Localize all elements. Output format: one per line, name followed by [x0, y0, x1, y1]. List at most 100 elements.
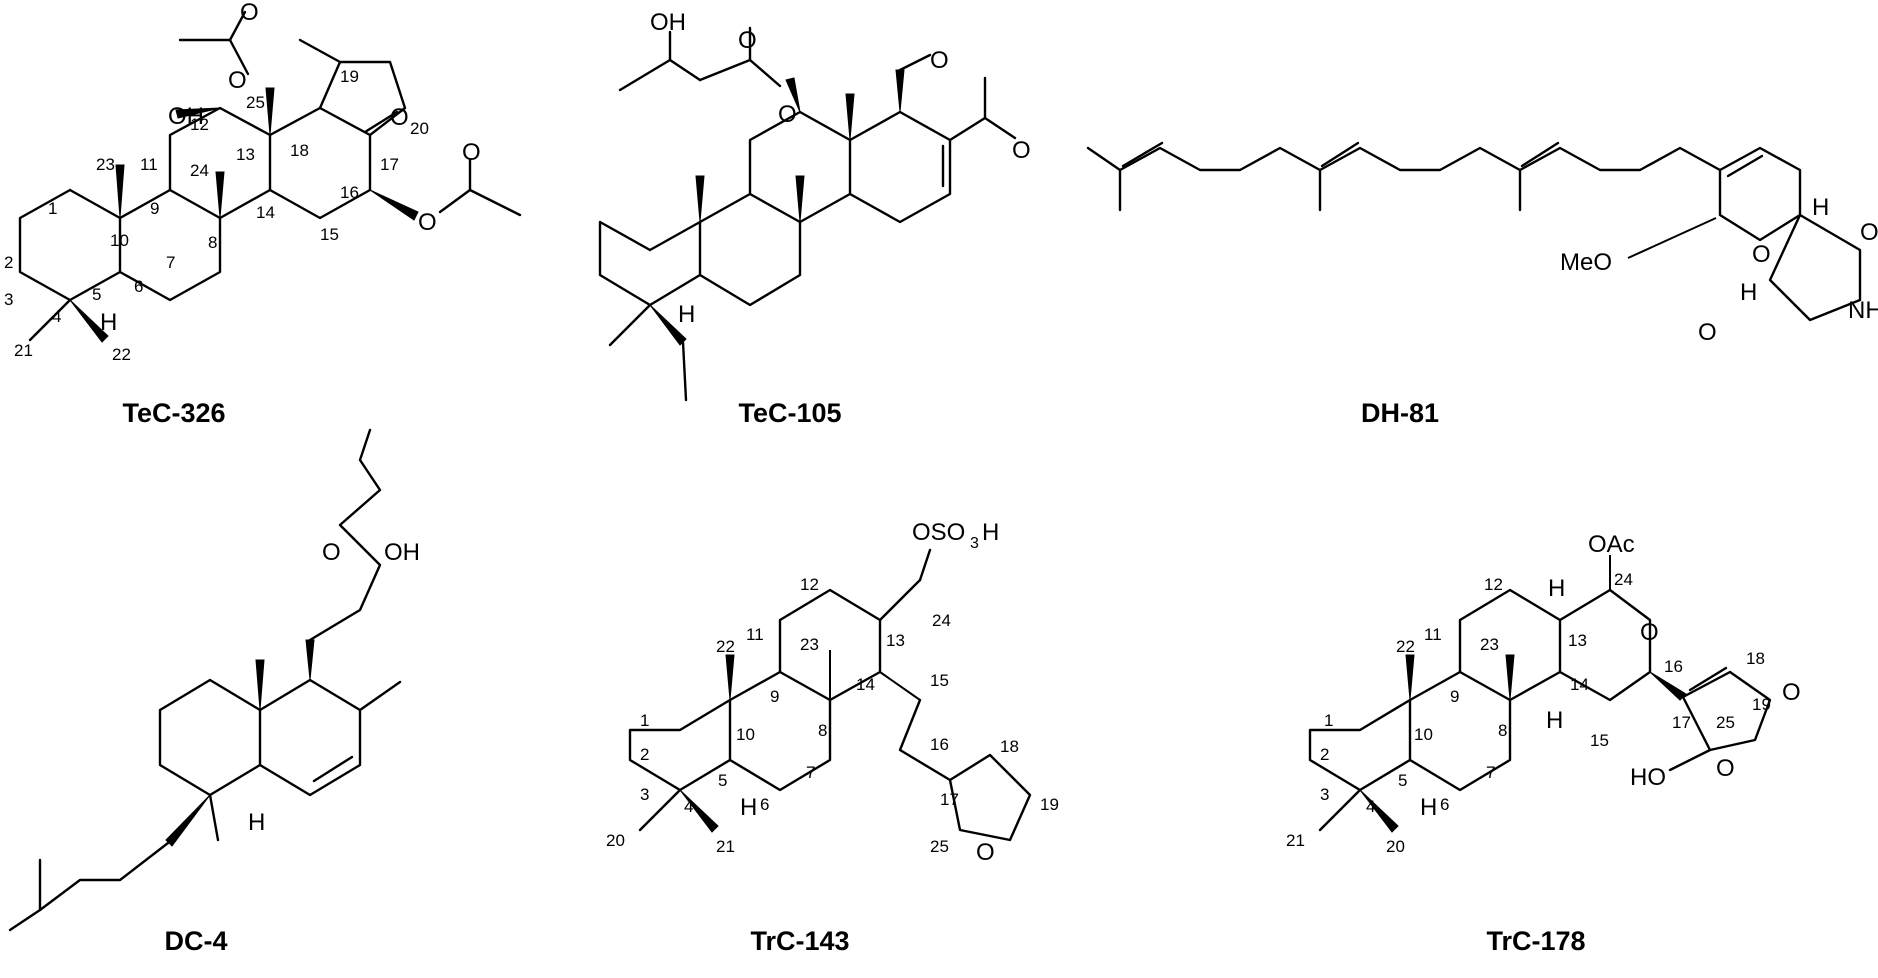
carbonyl — [228, 10, 247, 42]
butenolide-wedge — [1649, 671, 1687, 701]
structure-tec105: O O O O OH H TeC-105 — [598, 9, 1031, 428]
isoprene-chain — [1086, 146, 1322, 212]
atom-o: O — [418, 209, 437, 236]
locant: 19 — [1040, 795, 1059, 814]
ring-d — [848, 110, 952, 224]
atom-meo: MeO — [1560, 249, 1612, 276]
locant: 25 — [930, 837, 949, 856]
ring-b — [728, 670, 832, 792]
locant: 23 — [1480, 635, 1499, 654]
methyl-21 — [1318, 788, 1362, 832]
locant: 19 — [1752, 695, 1771, 714]
subscript-3: 3 — [970, 535, 979, 552]
methyl-23 — [115, 164, 125, 219]
locant: 10 — [110, 231, 129, 250]
double-bond — [312, 755, 354, 783]
atom-o: O — [778, 101, 797, 128]
oac-bond — [298, 38, 342, 64]
locant: 15 — [1590, 731, 1609, 750]
methyl — [695, 175, 705, 223]
ring-b — [258, 678, 362, 797]
locant: 17 — [380, 155, 399, 174]
ring-c — [168, 106, 272, 220]
methyl — [208, 793, 220, 842]
locant: 17 — [1672, 713, 1691, 732]
locant: 12 — [190, 115, 209, 134]
atom-o: O — [1012, 137, 1031, 164]
atom-h: H — [1420, 794, 1437, 821]
locant: 24 — [190, 161, 209, 180]
methyl-24 — [215, 171, 225, 219]
ring-b — [1408, 670, 1512, 792]
locant: 10 — [1414, 725, 1433, 744]
atom-o: O — [738, 27, 757, 54]
locant: 9 — [1450, 687, 1459, 706]
compound-label: DH-81 — [1361, 398, 1439, 428]
chain — [668, 58, 702, 82]
methyl — [845, 93, 855, 141]
locant: 11 — [140, 155, 158, 174]
atom-o: O — [930, 47, 949, 74]
exo-double-bond — [878, 578, 922, 622]
methyl-21 — [679, 789, 719, 833]
structure-trc178: O OAc H H O O HO H 1 2 3 4 5 6 7 8 9 10 … — [1286, 531, 1801, 956]
atom-h: H — [740, 794, 757, 821]
double-bond — [1726, 154, 1764, 178]
atom-o: O — [390, 104, 409, 131]
aldehyde-bond — [898, 53, 932, 72]
locant: 2 — [4, 253, 13, 272]
locant: 2 — [1320, 745, 1329, 764]
atom-o: O — [462, 139, 481, 166]
locant: 13 — [886, 631, 905, 650]
atom-o: O — [1752, 241, 1771, 268]
methyl-23 — [1505, 654, 1515, 701]
locant: 13 — [236, 145, 255, 164]
locant: 18 — [1000, 737, 1019, 756]
isoprene-chain — [1518, 146, 1722, 172]
methyl — [795, 175, 805, 223]
locant: 21 — [14, 341, 33, 360]
double-bond — [1320, 141, 1360, 168]
locant: 5 — [1398, 771, 1407, 790]
acetyl-carbonyl — [983, 116, 1017, 140]
atom-o: O — [228, 67, 247, 94]
locant: 20 — [606, 831, 625, 850]
prenyl-chain — [38, 841, 170, 912]
atom-oso: OSO — [912, 519, 965, 546]
locant: 14 — [256, 203, 275, 222]
methyl-22 — [1405, 654, 1415, 701]
atom-h: H — [982, 519, 999, 546]
locant: 16 — [930, 735, 949, 754]
succinimide-ring — [1768, 213, 1862, 322]
ring-a — [598, 220, 702, 307]
locant: 13 — [1568, 631, 1587, 650]
ring-b — [698, 192, 802, 307]
locant: 19 — [340, 67, 359, 86]
methyl-22 — [725, 654, 735, 701]
locant: 22 — [716, 637, 735, 656]
double-bond — [1520, 141, 1560, 168]
double-bond — [1121, 141, 1164, 168]
atom-oh: OH — [168, 103, 204, 130]
atom-nh: NH — [1848, 297, 1878, 324]
locant: 8 — [818, 721, 827, 740]
oac16-wedge — [369, 189, 419, 221]
atom-h: H — [100, 309, 117, 336]
oh-wedge — [175, 107, 221, 119]
aldehyde-wedge — [895, 69, 905, 113]
chain-14-15 — [879, 671, 921, 701]
locant: 17 — [940, 790, 959, 809]
locant: 15 — [930, 671, 949, 690]
atom-ho: HO — [1630, 764, 1666, 791]
locant: 9 — [770, 687, 779, 706]
acetyl-bond — [948, 116, 987, 142]
locant: 1 — [640, 711, 649, 730]
locant: 1 — [1324, 711, 1333, 730]
atom-o: O — [976, 839, 995, 866]
pyran-ring — [1718, 146, 1802, 242]
ring-c — [748, 110, 852, 224]
methyl — [255, 659, 265, 711]
locant: 4 — [684, 797, 693, 816]
locant: 9 — [150, 199, 159, 218]
